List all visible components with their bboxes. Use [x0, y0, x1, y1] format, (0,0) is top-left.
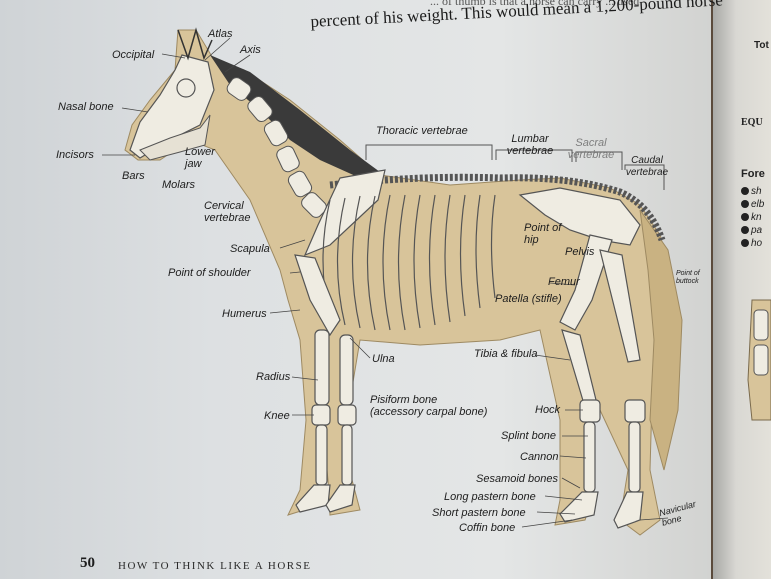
label-patella: Patella (stifle) [495, 293, 562, 305]
bullet-4 [741, 226, 749, 234]
label-cannon: Cannon [520, 451, 559, 463]
label-short-pastern-bone: Short pastern bone [432, 507, 526, 519]
right-page-item-4-text: pa [751, 225, 762, 236]
label-knee: Knee [264, 410, 290, 422]
right-page-item-1-text: sh [751, 186, 762, 197]
right-page-item-1: sh [741, 186, 762, 197]
label-lumbar-vertebrae: Lumbar vertebrae [505, 133, 555, 157]
label-lower-jaw: Lower jaw [185, 146, 225, 170]
label-coffin-bone: Coffin bone [459, 522, 515, 534]
page-number: 50 [80, 555, 95, 572]
label-hock: Hock [535, 404, 560, 416]
label-incisors: Incisors [56, 149, 94, 161]
label-splint-bone: Splint bone [501, 430, 556, 442]
right-page-item-5: ho [741, 238, 762, 249]
right-page-item-3: kn [741, 212, 762, 223]
label-point-of-hip: Point of hip [524, 222, 564, 246]
right-page-heading-1: EQU [741, 117, 763, 128]
right-page-item-3-text: kn [751, 212, 762, 223]
label-scapula: Scapula [230, 243, 270, 255]
label-radius: Radius [256, 371, 290, 383]
right-page-item-5-text: ho [751, 238, 762, 249]
right-page-heading-2: Fore [741, 168, 765, 180]
label-ulna: Ulna [372, 353, 395, 365]
label-point-of-buttock: Point of buttock [676, 270, 702, 286]
right-page-tab: Tot [754, 40, 769, 51]
running-title: HOW TO THINK LIKE A HORSE [118, 560, 311, 572]
right-page-item-4: pa [741, 225, 762, 236]
label-accessory-carpal-bone: (accessory carpal bone) [370, 406, 487, 418]
label-axis: Axis [240, 44, 261, 56]
label-humerus: Humerus [222, 308, 267, 320]
bullet-5 [741, 239, 749, 247]
label-pelvis: Pelvis [565, 246, 594, 258]
label-pisiform-bone: Pisiform bone [370, 394, 437, 406]
label-atlas: Atlas [208, 28, 232, 40]
horse-skeleton-illustration [0, 0, 711, 579]
bullet-1 [741, 187, 749, 195]
label-tibia-fibula: Tibia & fibula [474, 348, 538, 360]
label-nasal-bone: Nasal bone [58, 101, 114, 113]
label-cervical-vertebrae: Cervical vertebrae [204, 200, 264, 224]
right-book-page [713, 0, 771, 579]
label-occipital: Occipital [112, 49, 154, 61]
label-caudal-vertebrae: Caudal vertebrae [622, 155, 672, 179]
label-long-pastern-bone: Long pastern bone [444, 491, 536, 503]
right-page-item-2-text: elb [751, 199, 764, 210]
label-bars: Bars [122, 170, 145, 182]
label-sacral-vertebrae: Sacral vertebrae [566, 137, 616, 161]
label-point-of-shoulder: Point of shoulder [168, 267, 251, 279]
bullet-2 [741, 200, 749, 208]
bullet-3 [741, 213, 749, 221]
label-sesamoid-bones: Sesamoid bones [476, 473, 558, 485]
label-thoracic-vertebrae: Thoracic vertebrae [376, 125, 468, 137]
label-molars: Molars [162, 179, 195, 191]
right-page-item-2: elb [741, 199, 764, 210]
label-femur: Femur [548, 276, 580, 288]
